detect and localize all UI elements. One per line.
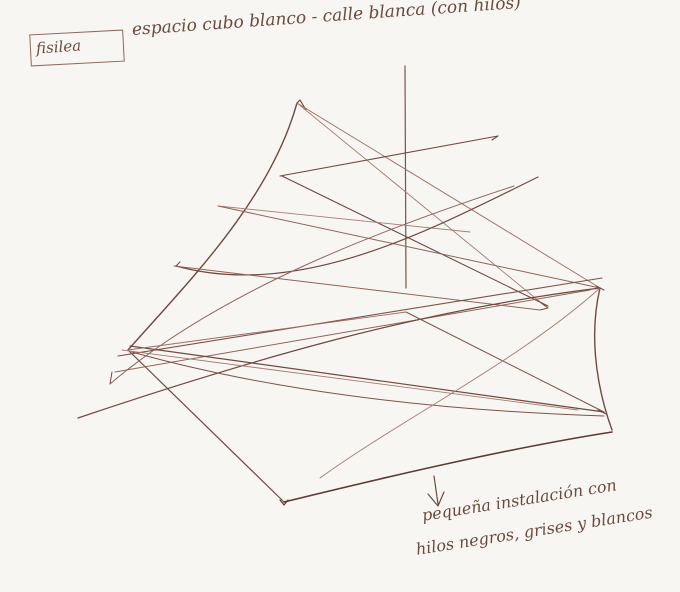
string bbox=[121, 349, 579, 411]
string bbox=[127, 311, 407, 351]
string bbox=[217, 205, 601, 289]
string bbox=[114, 289, 591, 373]
string bbox=[131, 351, 605, 417]
left-edge-curve bbox=[127, 102, 298, 351]
string bbox=[296, 102, 546, 307]
string bbox=[175, 261, 181, 267]
bottom-edge-curve bbox=[283, 431, 613, 503]
string bbox=[175, 176, 539, 276]
string bbox=[539, 301, 549, 311]
string bbox=[279, 135, 499, 177]
bottom-left-edge bbox=[127, 349, 285, 503]
string bbox=[296, 102, 601, 289]
string bbox=[129, 345, 605, 413]
arrow-shaft bbox=[433, 475, 439, 505]
installation-note: pequeña instalación con hilos negros, gr… bbox=[414, 470, 674, 570]
vertical-line bbox=[404, 65, 407, 289]
string bbox=[319, 287, 601, 479]
arrow-head bbox=[427, 491, 445, 507]
string bbox=[109, 371, 113, 385]
string bbox=[595, 285, 605, 291]
string bbox=[109, 185, 515, 385]
string bbox=[491, 135, 499, 141]
string bbox=[117, 277, 603, 357]
string bbox=[281, 175, 549, 307]
string bbox=[77, 287, 601, 419]
string bbox=[217, 205, 471, 233]
string bbox=[597, 409, 607, 415]
top-hook bbox=[296, 99, 307, 111]
right-edge-curve bbox=[593, 287, 613, 431]
corner-mark bbox=[279, 499, 289, 506]
string bbox=[405, 311, 605, 413]
string bbox=[173, 265, 541, 311]
